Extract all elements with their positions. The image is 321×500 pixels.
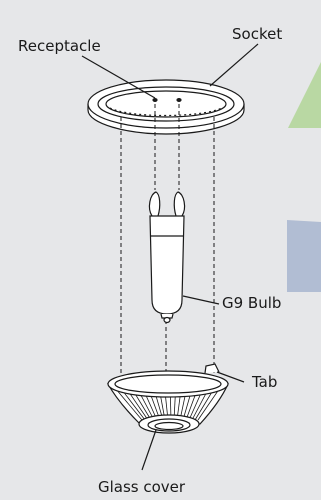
socket [88, 80, 244, 134]
glass-cover [108, 364, 228, 433]
socket-label: Socket [232, 25, 282, 43]
cover-tab [205, 364, 219, 373]
g9-bulb [149, 192, 184, 323]
glass-cover-label: Glass cover [98, 478, 186, 496]
bulb-label: G9 Bulb [222, 294, 281, 312]
receptacle-label: Receptacle [18, 37, 101, 55]
tab-label: Tab [251, 373, 277, 391]
watermark [287, 62, 321, 292]
